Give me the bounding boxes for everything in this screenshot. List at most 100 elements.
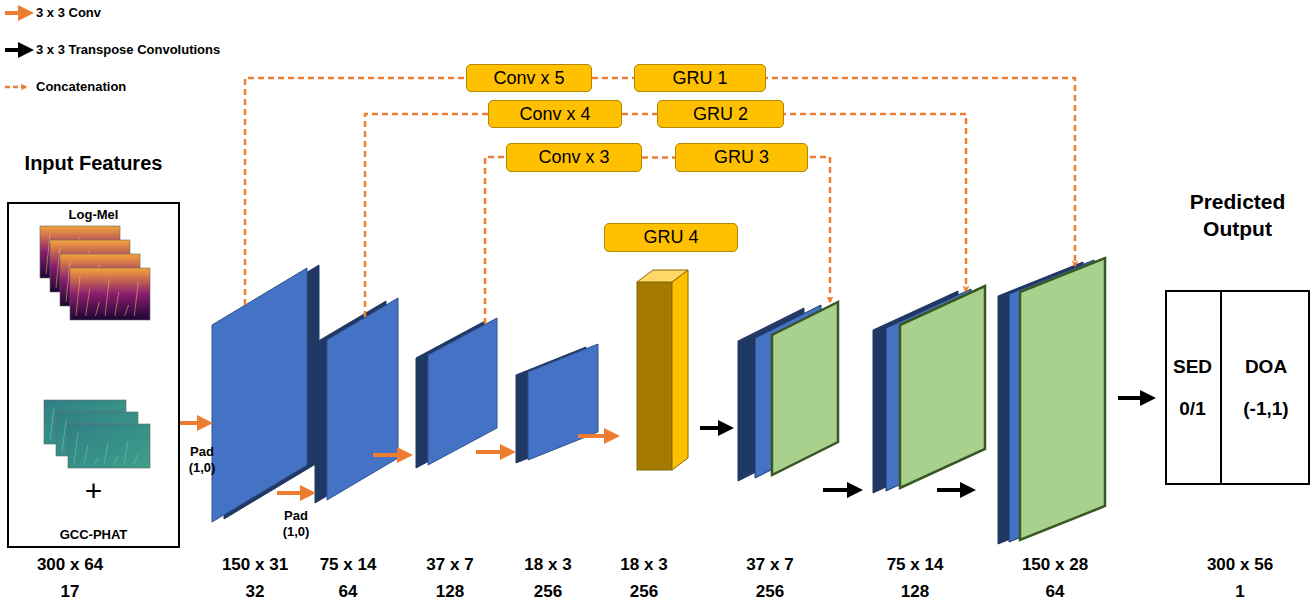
legend-text: 3 x 3 Transpose Convolutions (36, 42, 220, 57)
layer-box: Conv x 3 (506, 143, 642, 172)
node-text: Conv x 3 (538, 147, 609, 168)
log-mel-image-texture (66, 262, 70, 302)
node-text: + (7, 474, 180, 507)
input-panel: Input FeaturesLog-Mel + GCC-PHAT (7, 150, 180, 548)
gcc-phat-image-texture (50, 408, 54, 440)
block-front (528, 344, 598, 460)
conv-arrow (373, 453, 405, 457)
skip-connection (485, 157, 525, 324)
dimension-label: 18 x 3 (599, 555, 689, 575)
legend-sample (5, 86, 26, 89)
layer-box: GRU 4 (604, 223, 738, 252)
column-side (672, 270, 688, 470)
output-panel: Predicted OutputSED 0/1 DOA(-1,1) (1165, 188, 1310, 485)
legend-sample (5, 48, 26, 52)
dimension-label: 17 (40, 582, 100, 602)
dimension-label: 128 (885, 582, 945, 602)
node-text: GRU 1 (672, 68, 727, 89)
transpose-conv-arrow (700, 426, 726, 430)
padding-note: Pad (1,0) (274, 508, 318, 539)
node-text: GCC-PHAT (7, 528, 180, 542)
output-cell: DOA(-1,1) (1222, 290, 1310, 485)
dimension-label: 75 x 14 (303, 555, 393, 575)
dimension-label: 128 (420, 582, 480, 602)
column-front (637, 282, 672, 470)
log-mel-image-texture (95, 302, 99, 316)
feature-map-block (212, 265, 319, 522)
skip-connection (770, 114, 966, 291)
layer-box: GRU 1 (634, 64, 766, 92)
skip-connection (365, 114, 505, 317)
dimension-label: 150 x 28 (1000, 555, 1110, 575)
node-text: GRU 4 (643, 227, 698, 248)
feature-map-block (315, 298, 398, 503)
gcc-phat-image-texture (74, 432, 78, 464)
conv-arrow (476, 450, 508, 454)
panel-heading: Input Features (7, 152, 180, 174)
node-text: SED (1173, 356, 1212, 378)
gcc-phat-image (68, 424, 150, 468)
log-mel-image-texture (125, 305, 129, 316)
concatenation-connector (642, 156, 675, 159)
node-text: Conv x 5 (493, 68, 564, 89)
block-front (428, 318, 497, 465)
feature-map-block (738, 302, 838, 481)
block-front (1020, 258, 1105, 540)
layer-box: GRU 3 (675, 143, 808, 172)
block-front (212, 268, 307, 522)
legend-text: 3 x 3 Conv (36, 5, 101, 20)
conv-arrow (180, 421, 205, 425)
node-text: DOA (1245, 356, 1287, 378)
log-mel-image-texture (105, 279, 109, 316)
concatenation-connector (622, 113, 657, 116)
dimension-label: 37 x 7 (725, 555, 815, 575)
node-text: Log-Mel (7, 208, 180, 222)
gcc-phat-image-texture (62, 420, 66, 452)
dimension-label: 64 (318, 582, 378, 602)
log-mel-image-texture (86, 289, 90, 316)
dimension-label: 75 x 14 (865, 555, 965, 575)
gcc-phat-image-texture (104, 443, 108, 464)
node-text: Conv x 4 (519, 104, 590, 125)
feature-map-block (416, 318, 497, 468)
column-top (637, 270, 688, 282)
node-text: 0/1 (1179, 398, 1205, 420)
gcc-phat-image-texture (84, 445, 88, 464)
legend-sample (5, 11, 26, 15)
feature-map-block (516, 344, 598, 463)
log-mel-image-texture (76, 276, 80, 316)
block-front (772, 302, 838, 475)
dimension-label: 18 x 3 (503, 555, 593, 575)
padding-note: Pad (1,0) (180, 444, 224, 475)
log-mel-image-texture (56, 248, 60, 288)
block-front (327, 298, 398, 500)
dimension-label: 32 (225, 582, 285, 602)
transpose-conv-arrow (823, 488, 855, 492)
conv-arrow (578, 434, 612, 438)
transpose-conv-arrow (937, 488, 968, 492)
log-mel-image-texture (134, 282, 138, 316)
gcc-phat-image-texture (124, 441, 128, 464)
dimension-label: 1 (1210, 582, 1270, 602)
dimension-label: 150 x 31 (205, 555, 305, 575)
panel-heading: Predicted Output (1165, 188, 1310, 243)
gcc-phat-image-texture (94, 458, 98, 464)
dimension-label: 256 (518, 582, 578, 602)
dimension-label: 300 x 56 (1185, 555, 1295, 575)
log-mel-image-texture (46, 234, 50, 274)
log-mel-image (70, 268, 150, 320)
gcc-phat-image-texture (114, 456, 118, 464)
skip-connection (245, 78, 480, 305)
dimension-label: 37 x 7 (405, 555, 495, 575)
panel-border (1165, 290, 1310, 485)
dimension-label: 256 (740, 582, 800, 602)
layer-box: Conv x 4 (488, 100, 622, 128)
node-text: GRU 2 (693, 104, 748, 125)
conv-arrow (277, 491, 308, 495)
feature-map-block (998, 258, 1105, 544)
dimension-label: 300 x 64 (5, 555, 135, 575)
legend-text: Concatenation (36, 79, 126, 94)
transpose-conv-arrow (1118, 396, 1148, 400)
gcc-phat-image-texture (134, 454, 138, 464)
